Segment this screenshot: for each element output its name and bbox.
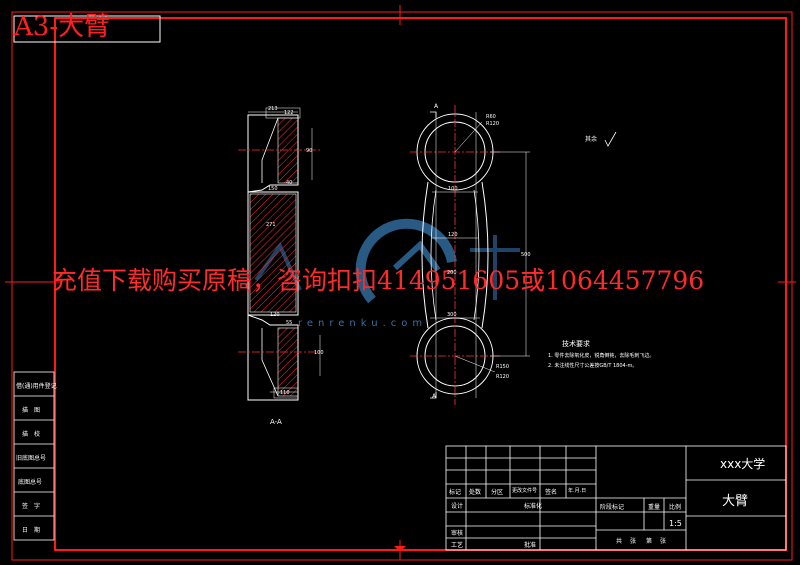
side-table-cell: 描 校	[22, 431, 41, 438]
section-arrow-bottom	[430, 392, 437, 399]
side-table-frame	[13, 371, 55, 541]
dimension-label: 100	[314, 350, 324, 356]
front-view	[410, 105, 530, 405]
section-arrow-top	[430, 111, 437, 118]
arm-outline-right	[481, 181, 489, 329]
dim-box-top	[265, 107, 301, 119]
side-table-cell: 日 期	[22, 527, 41, 534]
side-table-cell: 描 图	[22, 407, 41, 414]
arm-inner-left	[430, 189, 437, 321]
section-marker-top: A	[434, 103, 439, 110]
title-block-cell: 比例	[669, 504, 682, 511]
sheet-label: A3-大臂	[14, 12, 111, 42]
dimension-label: R60	[486, 114, 496, 120]
university-name: xxx大学	[720, 457, 766, 471]
section-outline	[247, 114, 299, 401]
title-block-cell: 张	[660, 538, 667, 545]
title-block-cell: 张	[630, 538, 637, 545]
side-table	[13, 371, 55, 541]
arm-outline-left	[421, 181, 429, 329]
dimension-label: 271	[266, 222, 276, 228]
leader-r-top	[454, 121, 483, 153]
leader-r-bottom	[454, 355, 496, 373]
dimension-label: 200	[447, 270, 457, 276]
title-block	[445, 445, 787, 551]
title-block-cell: 设计	[451, 503, 464, 510]
section-marker-bottom: A	[432, 393, 437, 400]
section-view-label: A-A	[270, 418, 282, 426]
title-block-cell: 年.月.日	[568, 488, 587, 494]
title-block-cell: 第	[646, 538, 653, 545]
title-block-cell: 处数	[469, 489, 482, 496]
section-view	[238, 107, 321, 401]
arm-inner-right	[473, 189, 480, 321]
surface-finish-symbol	[604, 131, 617, 147]
dimension-label: 110	[280, 390, 290, 396]
title-block-cell: 重量	[648, 504, 661, 511]
dimension-label: R120	[486, 121, 500, 127]
side-table-cell: 底图总号	[18, 479, 43, 486]
section-taper-top	[261, 117, 279, 183]
inner-border	[54, 17, 787, 551]
sheet-label-box	[13, 15, 161, 43]
title-block-cell: 共	[616, 538, 623, 545]
surface-note: 其余	[585, 136, 598, 143]
dimension-label: 55	[286, 320, 293, 326]
watermark-site-text: renrenku.com	[298, 318, 428, 329]
outer-border	[11, 11, 793, 561]
hatch-top-boss	[277, 117, 299, 184]
title-block-cell: 阶段标记	[600, 504, 625, 511]
side-table-cell: 签 字	[22, 503, 41, 510]
side-table-cell: 借(通)用件登记	[16, 383, 57, 390]
dimension-label: 40	[286, 180, 293, 186]
dimension-label: 500	[521, 252, 531, 258]
dimension-label: R150	[496, 364, 510, 370]
hatch-middle-web	[249, 193, 297, 313]
watermark-text: 充值下载购买原稿，咨询扣扣414951605或1064457796	[52, 266, 705, 295]
dimension-label: 150	[268, 186, 278, 192]
title-block-cell: 更改文件号	[512, 488, 538, 494]
title-block-cell: 标准化	[524, 503, 543, 510]
dimension-label: 122	[284, 110, 294, 116]
title-block-cell: 签名	[545, 489, 558, 496]
title-block-cell: 审核	[451, 530, 464, 537]
hatch-bottom-boss	[277, 327, 299, 397]
center-arrow-bottom	[394, 546, 406, 552]
dimension-label: 90	[306, 148, 313, 154]
title-block-cell: 分区	[491, 489, 504, 496]
title-block-cell: 工艺	[451, 542, 464, 549]
tech-requirements-title: 技术要求	[562, 340, 590, 348]
title-block-cell: 批准	[524, 542, 537, 549]
dimension-label: 100	[448, 186, 458, 192]
dimension-label: 213	[268, 106, 278, 112]
part-name: 大臂	[722, 494, 749, 509]
section-taper-bottom	[261, 328, 279, 397]
scale-value: 1:5	[669, 519, 682, 528]
dim-box-bottom	[273, 387, 299, 399]
dimension-label: 300	[447, 312, 457, 318]
tech-requirement-line: 2. 未注线性尺寸公差按GB/T 1804-m。	[548, 363, 638, 369]
dimension-label: 120	[448, 232, 458, 238]
title-block-cell: 标记	[449, 489, 462, 496]
side-table-cell: 旧底图总号	[16, 455, 47, 462]
dimension-label: R120	[496, 374, 510, 380]
tech-requirement-line: 1. 零件去除氧化皮，锐角倒钝，去除毛刺飞边。	[548, 353, 655, 359]
dimension-label: 120	[270, 312, 280, 318]
